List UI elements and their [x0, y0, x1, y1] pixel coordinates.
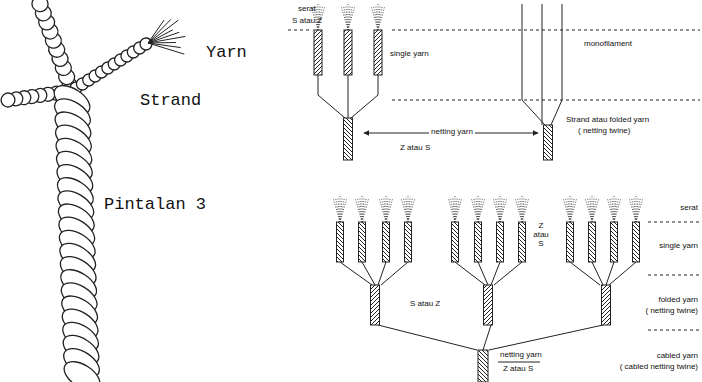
level-label: ( netting twine) — [578, 127, 630, 136]
level-label: monofilament — [584, 40, 632, 49]
fibre-label: serat — [298, 5, 316, 14]
ply-label: Pintalan 3 — [104, 196, 206, 215]
twist-label: Z atau S — [400, 144, 430, 153]
yarn-scheme — [288, 4, 700, 382]
level-label: single yarn — [390, 50, 429, 59]
level-label: ( netting twine) — [646, 307, 698, 316]
rope-illustration — [0, 0, 185, 382]
level-label: folded yarn — [658, 296, 698, 305]
yarn-label: Yarn — [206, 44, 247, 63]
twist-label: S atau Z — [292, 17, 322, 26]
fibre-label: serat — [680, 204, 698, 213]
twist-label: Z atau S — [532, 222, 550, 248]
strand-label: Strand — [140, 92, 201, 111]
level-label: cabled yarn — [657, 352, 698, 361]
level-label: netting yarn — [429, 128, 475, 137]
level-label: Strand atau folded yarn — [566, 116, 649, 125]
level-label: single yarn — [659, 242, 698, 251]
level-label: ( cabled netting twine) — [620, 363, 698, 372]
twist-label: S atau Z — [410, 300, 440, 309]
level-label: netting yarn — [500, 351, 542, 360]
twist-label: Z atau S — [503, 365, 533, 374]
